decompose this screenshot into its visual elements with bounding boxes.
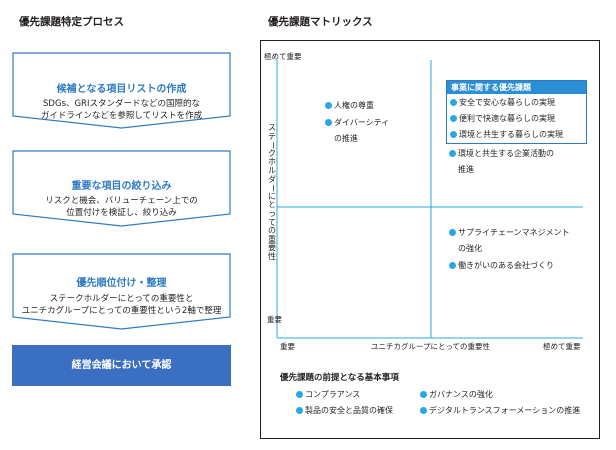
issue-human-rights: 人権の尊重 bbox=[325, 100, 374, 111]
issue-eco-living: 環境と共生する暮らしの実現 bbox=[450, 129, 563, 140]
bullet-dot bbox=[450, 130, 457, 138]
step-2-desc-line2: 位置付けを検証し、絞り込み bbox=[66, 208, 177, 218]
issue-diversity-cont: の推進 bbox=[334, 134, 358, 143]
basic-dx: デジタルトランスフォーメーションの推進 bbox=[420, 405, 580, 416]
basics-title: 優先課題の前提となる基本事項 bbox=[280, 373, 399, 383]
step-3-desc-line2: ユニチカグループにとっての重要性という2軸で整理 bbox=[21, 306, 222, 316]
step-1-desc-line2: ガイドラインなどを参照してリストを作成 bbox=[40, 111, 203, 121]
issue-workplace: 働きがいのある会社づくり bbox=[449, 260, 554, 271]
issue-convenient-living: 便利で快適な暮らしの実現 bbox=[450, 113, 555, 124]
step-2-title: 重要な項目の絞り込み bbox=[71, 181, 172, 192]
step-3-shape bbox=[12, 253, 231, 330]
basic-product-safety: 製品の安全と品質の確保 bbox=[296, 405, 393, 416]
step-3-title: 優先順位付け・整理 bbox=[76, 278, 167, 289]
process-title: 優先課題特定プロセス bbox=[19, 16, 124, 28]
bullet-dot bbox=[296, 390, 303, 398]
step-3-desc-line1: ステークホルダーにとっての重要性と bbox=[49, 294, 194, 304]
y-axis-top-label: 極めて重要 bbox=[264, 52, 302, 61]
step-3-box: 優先順位付け・整理 ステークホルダーにとっての重要性と ユニチカグループにとって… bbox=[12, 253, 231, 330]
issue-safe-living: 安全で安心な暮らしの実現 bbox=[450, 97, 555, 108]
step-1-title: 候補となる項目リストの作成 bbox=[56, 84, 187, 95]
bullet-dot bbox=[449, 261, 456, 269]
step-2-shape bbox=[12, 150, 231, 227]
final-approval-box: 経営会議において承認 bbox=[12, 345, 231, 386]
step-1-box: 候補となる項目リストの作成 SDGs、GRIスタンダードなどの国際的な ガイドラ… bbox=[12, 52, 231, 129]
step-2-desc-line1: リスクと機会、バリューチェーン上での bbox=[45, 196, 198, 206]
issue-supply-chain-cont: の強化 bbox=[458, 244, 482, 253]
bullet-dot bbox=[325, 101, 332, 109]
y-axis-bottom-label: 重要 bbox=[267, 315, 282, 324]
bullet-dot bbox=[450, 98, 457, 106]
matrix-title: 優先課題マトリックス bbox=[268, 16, 373, 28]
bullet-dot bbox=[420, 406, 427, 414]
x-axis-right-label: 極めて重要 bbox=[543, 342, 581, 351]
y-axis-label: ステークホルダーにとっての重要性 bbox=[268, 123, 278, 261]
issue-supply-chain: サプライチェーンマネジメント bbox=[449, 227, 570, 238]
bullet-dot bbox=[449, 228, 456, 236]
x-axis-left-label: 重要 bbox=[280, 342, 295, 351]
basic-governance: ガバナンスの強化 bbox=[420, 389, 493, 400]
step-1-shape bbox=[12, 52, 231, 129]
business-priority-box: 事業に関する優先課題 安全で安心な暮らしの実現 便利で快適な暮らしの実現 環境と… bbox=[446, 80, 587, 144]
bullet-dot bbox=[325, 118, 332, 126]
matrix-frame bbox=[260, 40, 600, 439]
basic-compliance: コンプラアンス bbox=[296, 389, 360, 400]
bullet-dot bbox=[450, 114, 457, 122]
bullet-dot bbox=[420, 390, 427, 398]
step-1-desc-line1: SDGs、GRIスタンダードなどの国際的な bbox=[43, 99, 200, 109]
issue-diversity: ダイバーシティ bbox=[325, 117, 389, 128]
step-2-box: 重要な項目の絞り込み リスクと機会、バリューチェーン上での 位置付けを検証し、絞… bbox=[12, 150, 231, 227]
bullet-dot bbox=[449, 149, 456, 157]
issue-eco-corporate-cont: 推進 bbox=[458, 165, 474, 174]
issue-eco-corporate: 環境と共生する企業活動の bbox=[449, 148, 554, 159]
business-priority-header: 事業に関する優先課題 bbox=[447, 81, 586, 94]
bullet-dot bbox=[296, 406, 303, 414]
x-axis-label: ユニチカグループにとっての重要性 bbox=[371, 342, 490, 351]
